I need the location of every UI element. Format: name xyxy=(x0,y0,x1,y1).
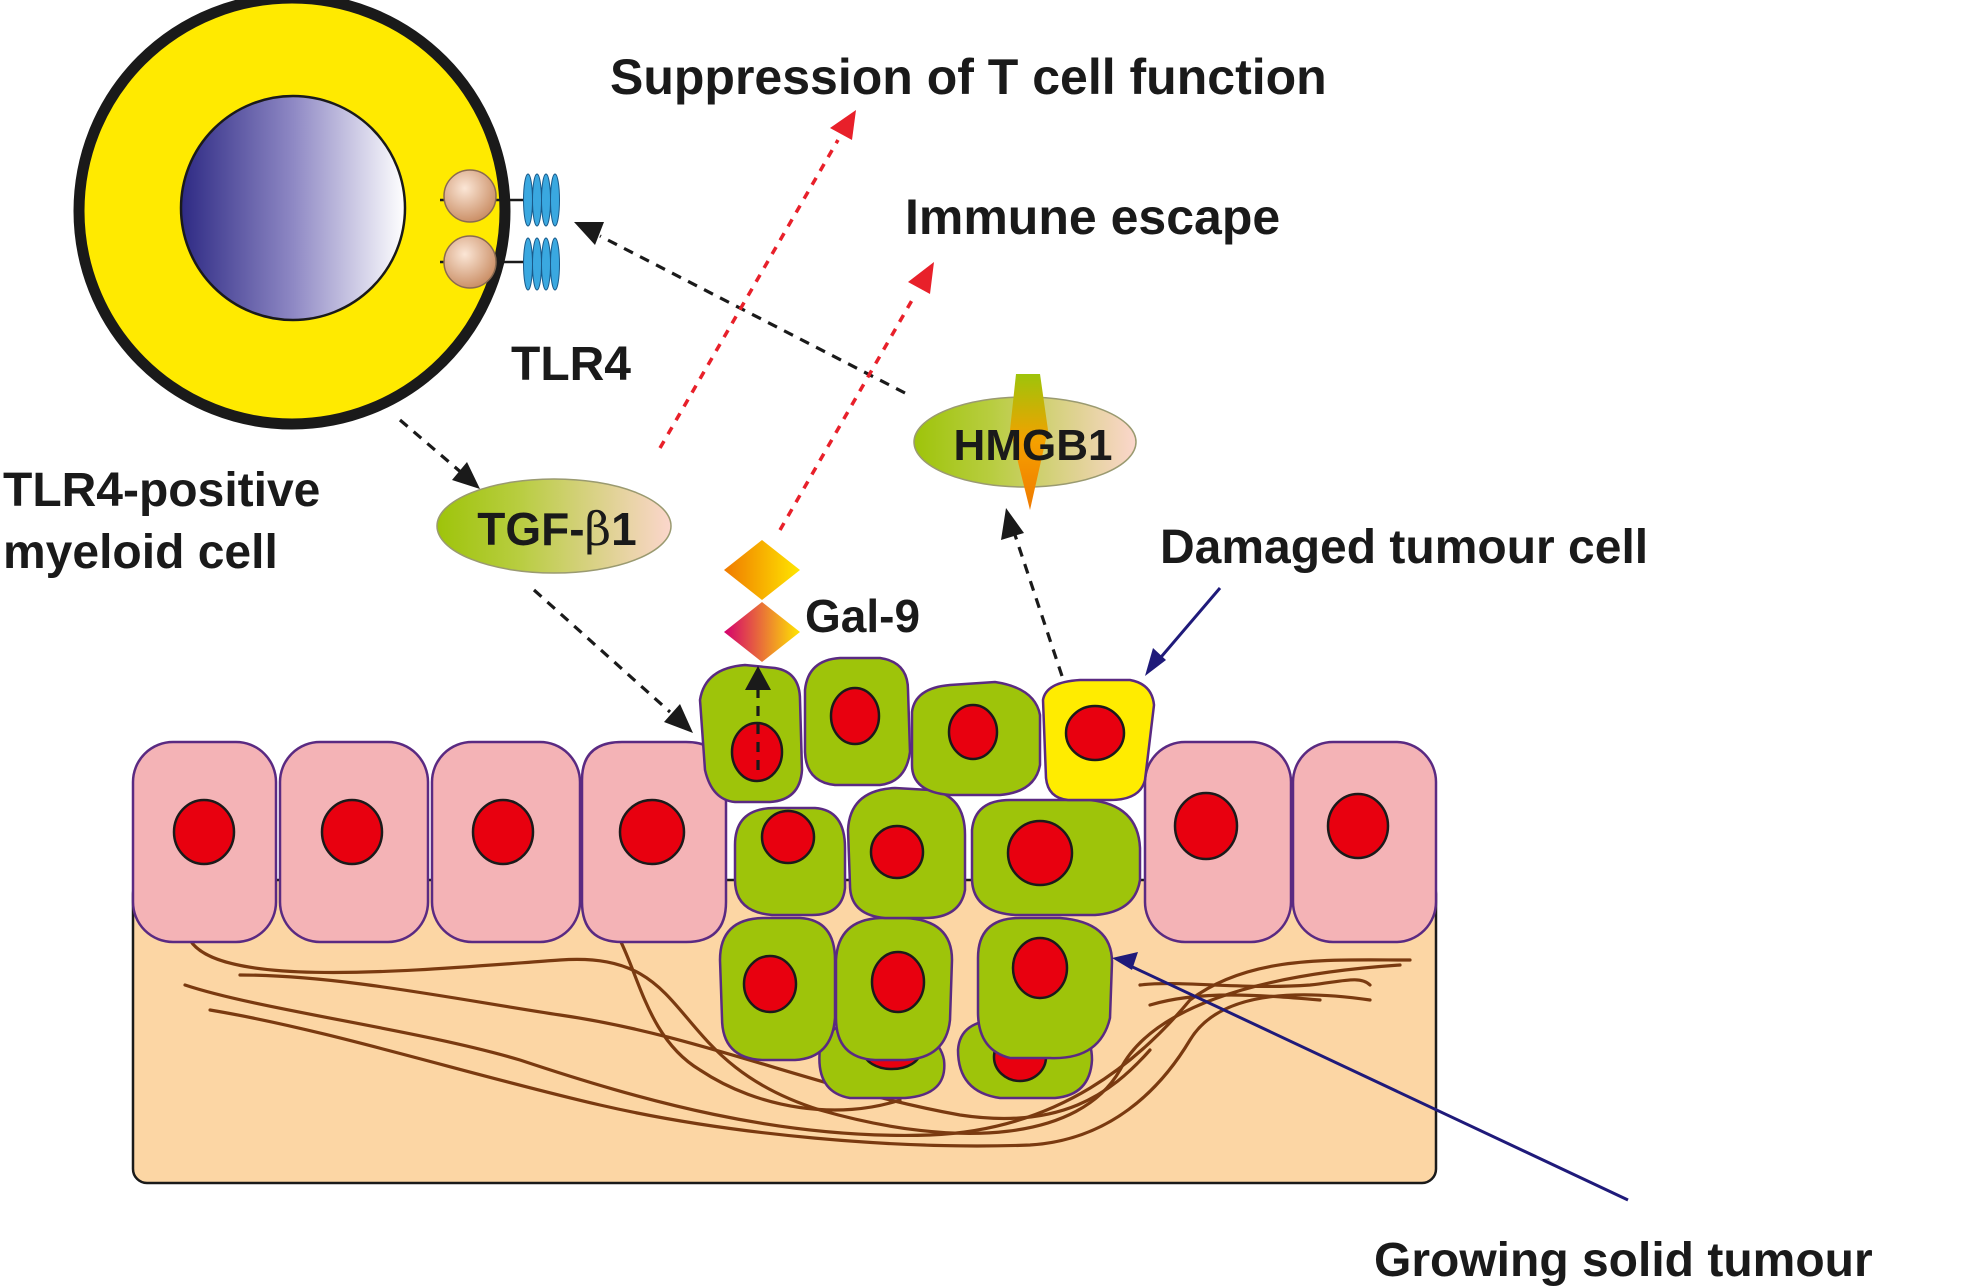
arrow-hmgb1-to-tlr4 xyxy=(599,234,906,395)
gal9-diamond-upper xyxy=(724,540,800,600)
arrow-to-suppression xyxy=(658,139,840,449)
connective-fibres xyxy=(183,938,1412,1148)
suppression-label: Suppression of T cell function xyxy=(610,49,1327,105)
tumour-cell xyxy=(910,680,1042,797)
arrow-heads xyxy=(452,222,1024,733)
myeloid-nucleus xyxy=(179,94,407,322)
growing-tumour-label: Growing solid tumour xyxy=(1374,1234,1873,1287)
arrow-myeloid-to-tgf xyxy=(398,418,472,482)
hmgb1-release-arrow xyxy=(1010,374,1048,510)
tumour-cell xyxy=(733,806,847,917)
tumour-cell xyxy=(970,798,1142,917)
normal-cell xyxy=(131,740,278,944)
normal-cell xyxy=(1291,740,1438,944)
arrow-tgf-to-tumour xyxy=(532,588,672,714)
normal-cell xyxy=(580,740,728,944)
gal9-label: Gal-9 xyxy=(805,590,920,642)
damaged-cell-label: Damaged tumour cell xyxy=(1160,521,1648,574)
tumour-cell xyxy=(976,916,1114,1060)
tumour-cell xyxy=(834,916,954,1062)
signal-arrows xyxy=(398,234,1064,770)
hmgb1-label: HMGB1 xyxy=(954,421,1113,470)
arrow-damaged-to-hmgb1 xyxy=(1013,534,1064,677)
tgf-beta1-molecule: TGF-β1 xyxy=(436,478,672,574)
immune-escape-label: Immune escape xyxy=(905,189,1280,245)
tumour-mass xyxy=(698,656,1156,1100)
myeloid-cell xyxy=(73,0,511,430)
hmgb1-molecule: HMGB1 xyxy=(913,374,1137,510)
damaged-tumour-cell xyxy=(1041,678,1156,802)
myeloid-label-line1: TLR4-positive xyxy=(3,464,320,517)
arrow-to-immune-escape xyxy=(778,294,917,531)
gal9-molecule xyxy=(724,540,800,662)
normal-cell xyxy=(1143,740,1293,944)
output-arrow-heads xyxy=(830,110,934,294)
tumour-cell xyxy=(846,786,967,920)
myeloid-label-line2: myeloid cell xyxy=(3,526,278,579)
normal-cell xyxy=(278,740,430,944)
tumour-cell xyxy=(718,916,837,1062)
text-labels: Suppression of T cell function Immune es… xyxy=(3,49,1873,1287)
normal-epithelium xyxy=(131,740,1438,944)
pointer-heads xyxy=(1112,648,1166,970)
tumour-cell xyxy=(803,656,912,787)
pointer-growing-tumour xyxy=(1121,960,1629,1202)
tlr4-receptor-icon xyxy=(440,169,560,291)
gal9-diamond-lower xyxy=(724,602,800,662)
tlr4-label: TLR4 xyxy=(511,338,631,391)
normal-cell xyxy=(430,740,582,944)
output-arrows xyxy=(658,139,917,531)
tgf-beta1-label: TGF-β1 xyxy=(477,502,636,556)
